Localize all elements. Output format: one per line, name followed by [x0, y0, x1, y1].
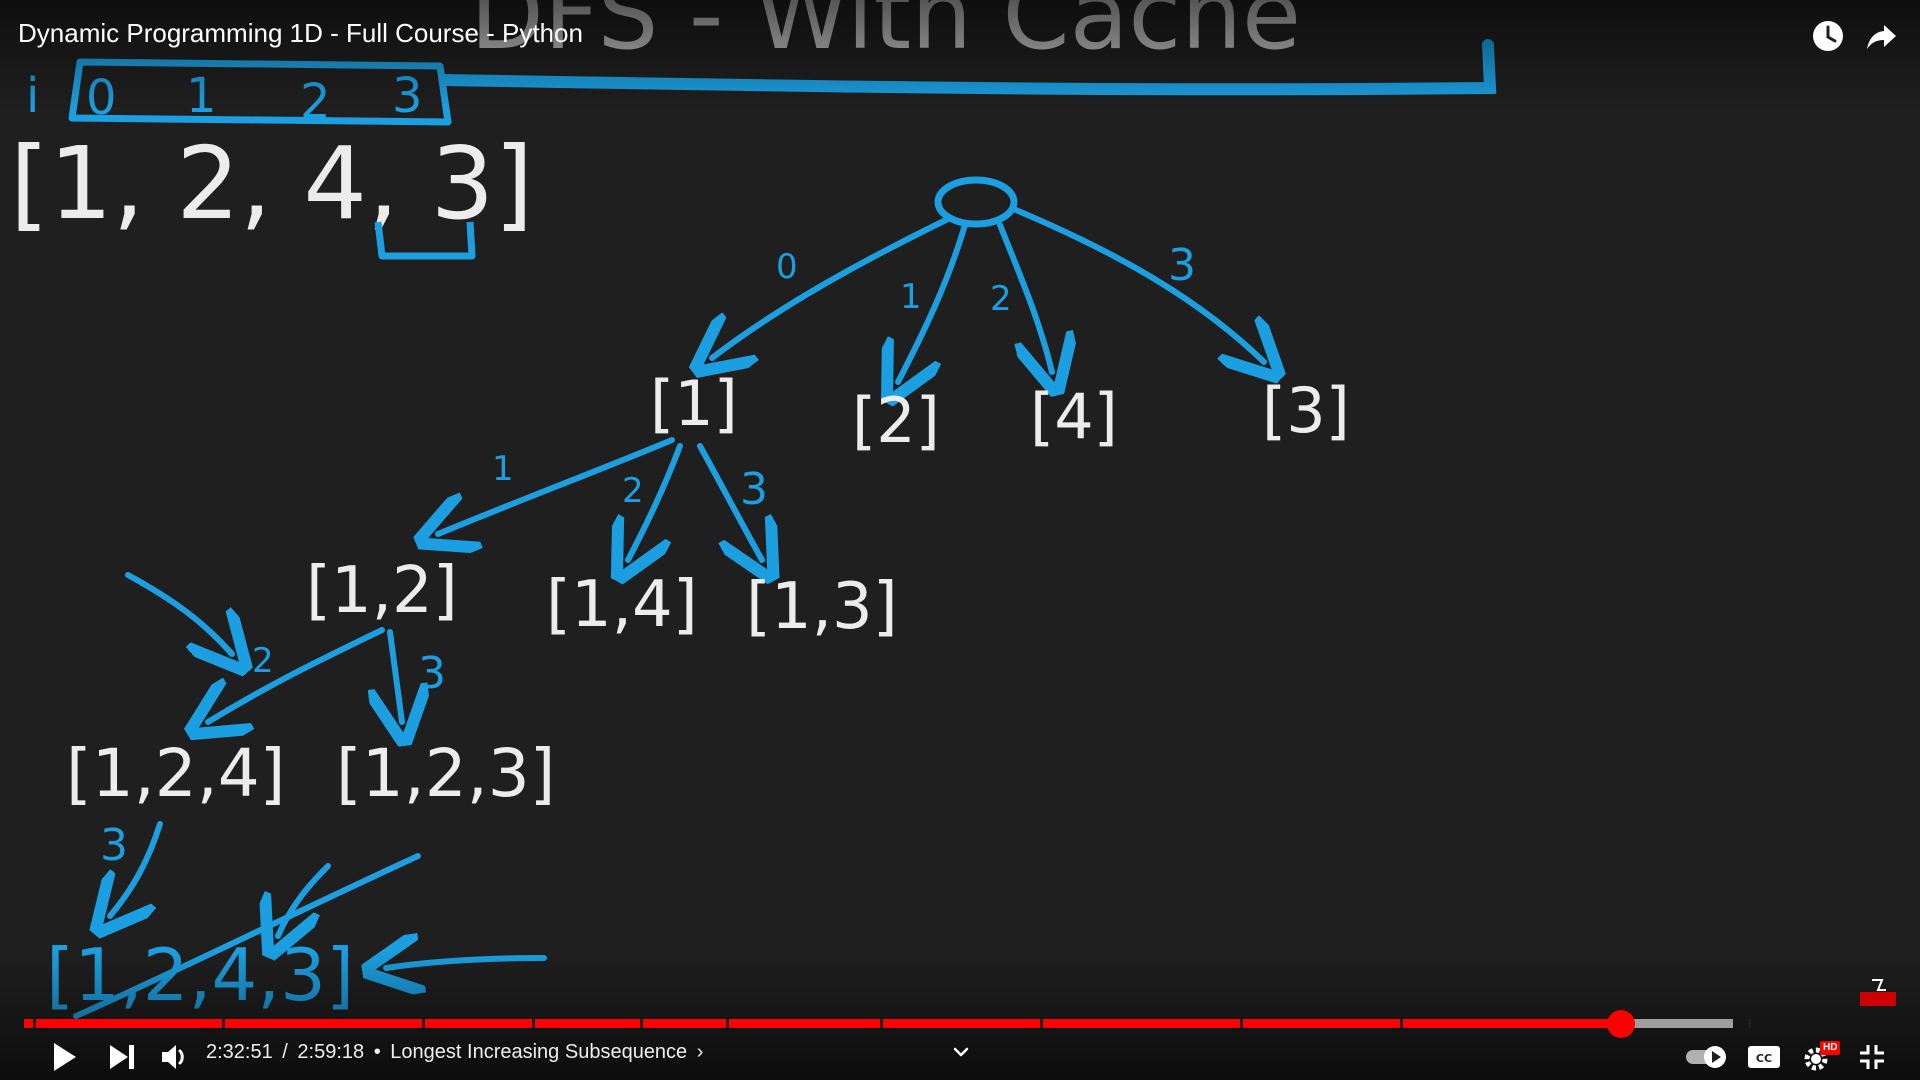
edge-1-3 [697, 443, 762, 560]
hd-badge: HD [1820, 1041, 1841, 1055]
chapter-gap [422, 1019, 425, 1028]
edge-label: 3 [740, 464, 768, 515]
autoplay-toggle[interactable] [1682, 1035, 1732, 1079]
progress-scrubber[interactable] [1607, 1010, 1635, 1038]
chapter-gap [222, 1019, 225, 1028]
edge-root-2 [997, 222, 1052, 372]
captions-button[interactable]: CC [1742, 1035, 1786, 1079]
chevron-right-icon: › [696, 1041, 704, 1063]
chapter-title-button[interactable]: Longest Increasing Subsequence › [390, 1041, 707, 1063]
chapter-gap [532, 1019, 535, 1028]
mute-button[interactable] [152, 1035, 196, 1079]
current-time: 2:32:51 [206, 1041, 273, 1063]
index-label: 2 [300, 74, 331, 130]
last-element-bracket [374, 221, 476, 260]
pointer-arrow [386, 958, 547, 968]
autoplay-toggle-icon [1686, 1046, 1726, 1068]
chapter-title: Longest Increasing Subsequence [390, 1041, 688, 1063]
index-label: 0 [86, 70, 117, 126]
edge-1-1 [438, 437, 675, 534]
edge-root-1 [898, 222, 968, 382]
edge-label: 3 [1168, 240, 1196, 291]
edge-label: 1 [900, 277, 922, 317]
exit-fullscreen-button[interactable] [1850, 1035, 1894, 1079]
cc-icon: CC [1748, 1046, 1780, 1068]
settings-button[interactable]: HD [1796, 1035, 1846, 1079]
root-node [934, 176, 1018, 228]
chapter-gap [880, 1019, 883, 1028]
edge-124-3 [110, 821, 163, 916]
time-separator: / [282, 1041, 288, 1063]
chapter-gap [1748, 1019, 1751, 1028]
tree-node: [1,2] [306, 554, 458, 628]
edge-12-3 [390, 629, 402, 722]
edge-root-3 [1013, 207, 1264, 362]
progress-bar[interactable] [24, 1010, 1896, 1038]
chevron-down-icon [953, 1047, 969, 1057]
tree-node: [1,2,4,3] [46, 933, 354, 1017]
video-title[interactable]: Dynamic Programming 1D - Full Course - P… [18, 18, 583, 48]
tree-node: [1,2,4] [66, 735, 285, 812]
volume-icon [162, 1045, 184, 1069]
gear-icon [1804, 1047, 1828, 1071]
index-label: 1 [186, 68, 217, 124]
tree-node: [3] [1262, 374, 1350, 447]
edge-label: 1 [492, 449, 514, 489]
play-button[interactable] [42, 1035, 86, 1079]
tree-node: [1,2,3] [336, 735, 555, 812]
progress-played [24, 1019, 1621, 1028]
edge-label: 3 [100, 820, 128, 871]
next-icon [110, 1045, 134, 1069]
index-label: 3 [392, 68, 423, 124]
share-icon[interactable] [1862, 16, 1902, 56]
play-icon [54, 1043, 76, 1071]
whiteboard-heading: DFS - With Cache [470, 0, 1301, 71]
edge-label: 2 [252, 641, 274, 681]
edge-label: 2 [990, 279, 1012, 319]
duration: 2:59:18 [297, 1041, 365, 1063]
next-button[interactable] [100, 1035, 144, 1079]
edge-label: 2 [622, 471, 644, 511]
chapter-gap [640, 1019, 643, 1028]
chapter-gap [726, 1019, 729, 1028]
array-values: [1, 2, 4, 3] [10, 125, 533, 242]
index-label: i [26, 68, 39, 124]
chapter-gap [33, 1019, 36, 1028]
tree-node: [2] [852, 384, 940, 457]
edge-12-2 [208, 627, 385, 722]
chapter-gap [1240, 1019, 1243, 1028]
svg-text:CC: CC [1756, 1052, 1772, 1065]
chapter-gap [1400, 1019, 1403, 1028]
tree-node: [4] [1030, 380, 1118, 453]
cross-arrow [278, 863, 331, 936]
edge-annotation-arrow [125, 572, 232, 654]
tree-node: [1,3] [746, 570, 898, 644]
edge-root-0 [712, 215, 953, 358]
expand-description-button[interactable] [946, 1038, 976, 1068]
tree-node: [1,4] [546, 568, 698, 642]
chapter-bullet: • [373, 1041, 381, 1063]
edge-label: 3 [418, 648, 446, 699]
edge-label: 0 [776, 247, 798, 287]
clock-icon[interactable] [1808, 16, 1848, 56]
time-display: 2:32:51 / 2:59:18 • Longest Increasing S… [206, 1041, 711, 1064]
channel-watermark[interactable] [1858, 970, 1898, 1010]
edge-1-2 [628, 443, 683, 560]
tree-node: [1] [650, 367, 738, 440]
chapter-gap [1040, 1019, 1043, 1028]
exit-fullscreen-icon [1860, 1045, 1884, 1069]
